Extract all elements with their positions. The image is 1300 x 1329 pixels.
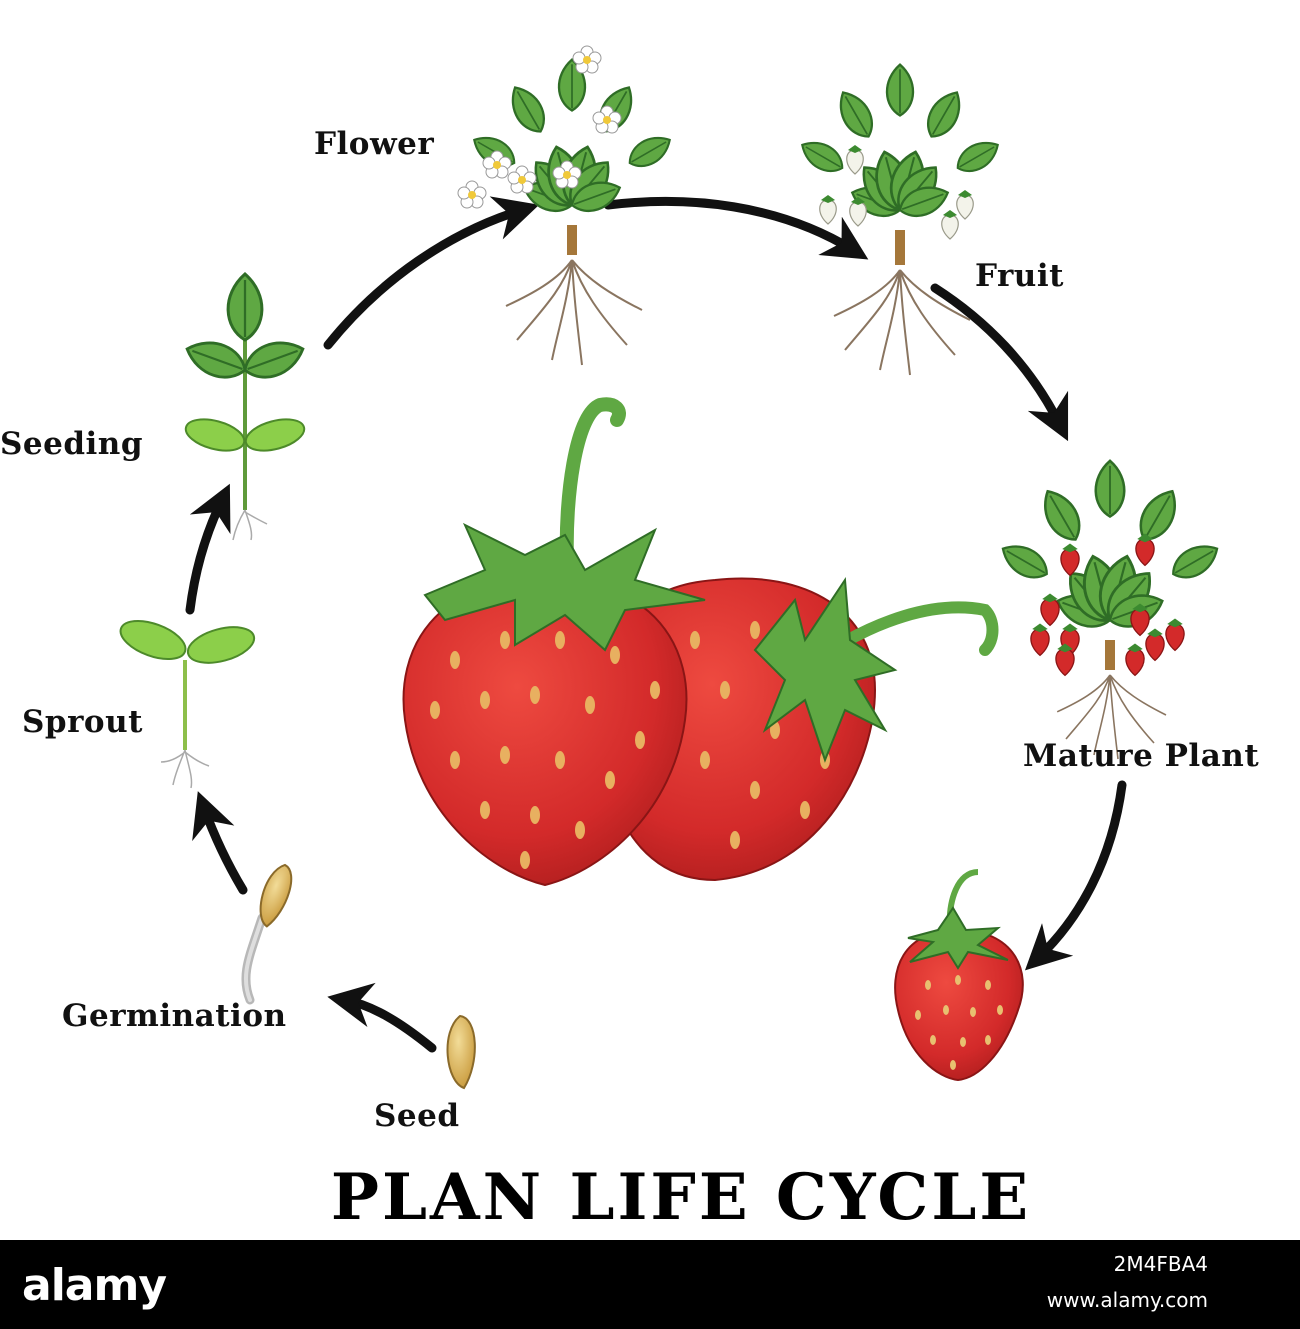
page-title: PLAN LIFE CYCLE — [330, 1160, 1032, 1235]
label-seeding: Seeding — [0, 426, 143, 462]
label-flower: Flower — [314, 126, 435, 162]
germinating-seed-icon — [241, 863, 293, 1005]
label-fruit: Fruit — [975, 258, 1064, 294]
cycle-arrows — [185, 196, 1127, 1053]
strawberry-icon — [894, 869, 1024, 1082]
sprout-icon — [119, 619, 256, 789]
watermark-url: www.alamy.com — [1046, 1288, 1208, 1312]
watermark-logo: alamy — [22, 1260, 167, 1311]
arrow-fruit-to-mature — [930, 283, 1069, 442]
arrow-sprout-to-seeding — [185, 483, 231, 615]
mature-plant-icon — [996, 461, 1223, 760]
seed-icon — [446, 1014, 476, 1090]
arrow-seeding-to-flower — [323, 196, 540, 350]
arrow-flower-to-fruit — [603, 196, 869, 260]
label-sprout: Sprout — [22, 704, 143, 740]
label-mature-plant: Mature Plant — [1023, 738, 1260, 774]
watermark-image-id: 2M4FBA4 — [1113, 1252, 1208, 1276]
central-strawberries-illustration — [402, 397, 999, 887]
seedling-icon — [180, 272, 310, 541]
arrow-germination-to-sprout — [192, 791, 248, 895]
flowering-plant-icon — [457, 45, 676, 366]
arrow-seed-to-germination — [327, 982, 437, 1053]
label-seed: Seed — [374, 1098, 460, 1134]
arrow-mature-to-berry — [1024, 780, 1127, 971]
watermark-bar: alamy 2M4FBA4 www.alamy.com — [0, 1240, 1300, 1329]
label-germination: Germination — [62, 998, 287, 1034]
life-cycle-diagram — [119, 45, 1300, 1090]
fruiting-plant-icon — [796, 65, 1003, 376]
